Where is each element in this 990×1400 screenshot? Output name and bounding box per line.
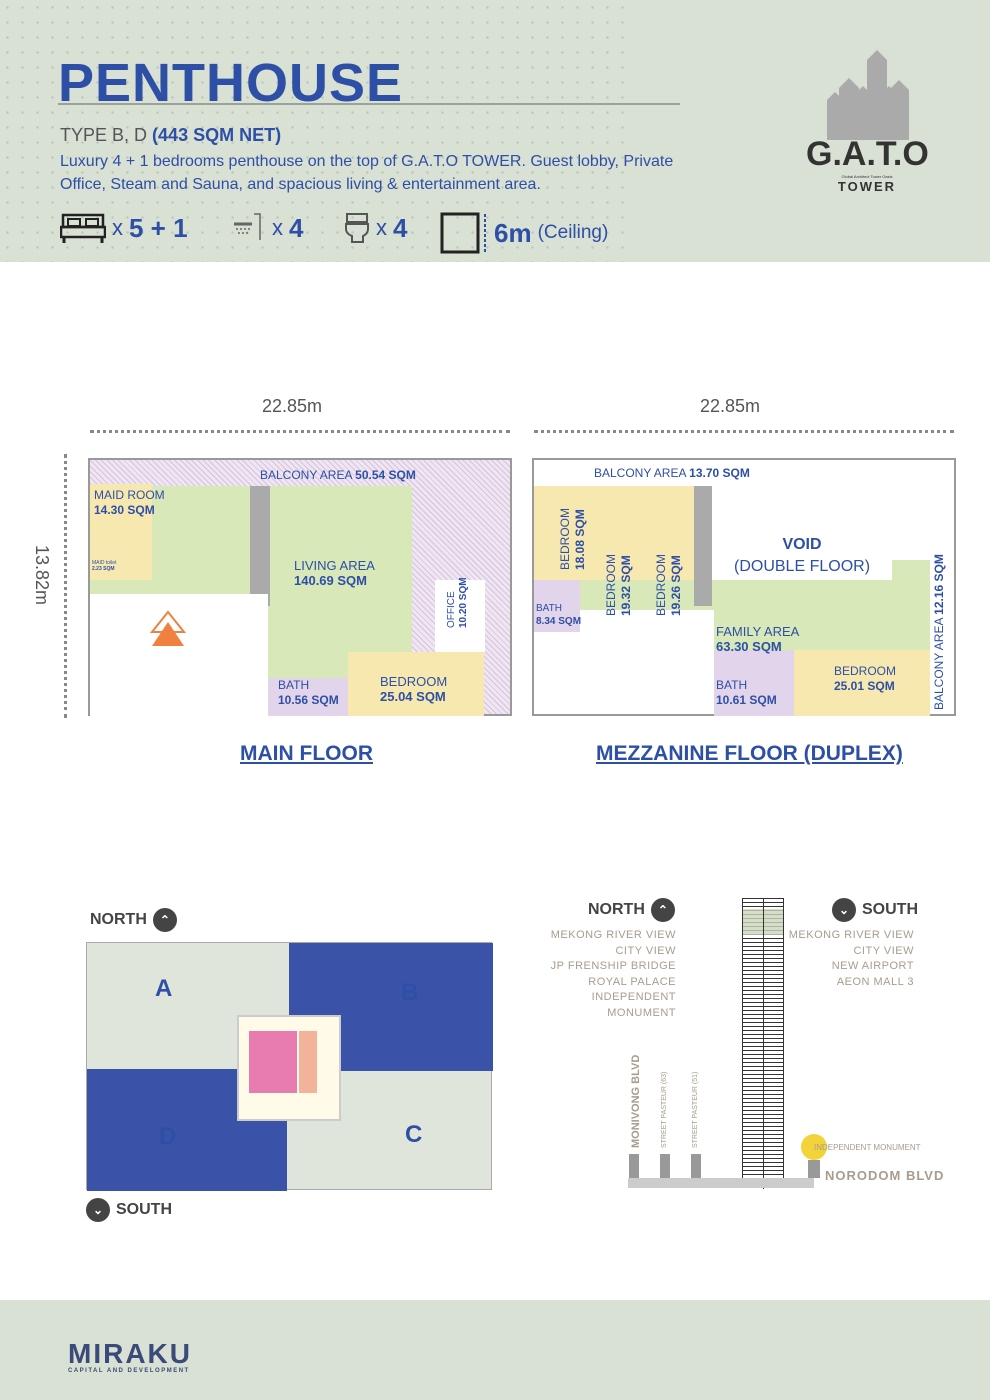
toilet-icon [345, 213, 369, 243]
width-dimension-line [534, 430, 954, 433]
unit-type: TYPE B, D (443 SQM NET) [60, 125, 282, 145]
street-pasteur-63: STREET PASTEUR (63) [661, 1071, 668, 1148]
dot-pattern [0, 0, 630, 262]
street-pasteur-51: STREET PASTEUR (51) [692, 1071, 699, 1148]
description: Luxury 4 + 1 bedrooms penthouse on the t… [60, 153, 674, 193]
bed-icon [60, 213, 106, 243]
elevation-north: NORTH⌃ [588, 898, 675, 922]
divider [58, 103, 680, 105]
key-plan: A B C D [86, 942, 493, 1191]
monument-label: INDEPENDENT MONUMENT [814, 1143, 921, 1152]
unit-a-label: A [155, 975, 173, 1002]
footer: MIRAKU CAPITAL AND DEVELOPMENT [0, 1300, 990, 1400]
mezzanine-title: MEZZANINE FLOOR (DUPLEX) [596, 742, 903, 765]
key-plan-north: NORTH⌃ [90, 908, 177, 932]
miraku-logo: MIRAKU [68, 1338, 192, 1369]
room-balcony-north: BALCONY AREA 13.70 SQM [594, 466, 750, 480]
chevron-up-icon: ⌃ [650, 898, 675, 922]
elevation-south: ⌄SOUTH [832, 898, 918, 922]
ceiling-feature: 6m(Ceiling) [440, 212, 608, 254]
chevron-down-icon: ⌄ [832, 898, 856, 922]
main-floor-title: MAIN FLOOR [240, 742, 373, 765]
chevron-up-icon: ⌃ [152, 908, 177, 932]
ground [628, 1178, 814, 1188]
chevron-down-icon: ⌄ [86, 1198, 110, 1222]
monument-marker [801, 1134, 827, 1160]
depth-dimension-line [64, 454, 67, 718]
key-plan-south: ⌄SOUTH [86, 1198, 172, 1222]
norodom-label: NORODOM BLVD [825, 1168, 945, 1183]
mezzanine-width: 22.85m [700, 396, 761, 416]
main-depth: 13.82m [32, 545, 52, 606]
tower-logo-icon [827, 50, 909, 140]
street-monivong: MONIVONG BLVD [630, 1054, 642, 1148]
room-balcony-east: BALCONY AREA 12.16 SQM [932, 554, 946, 710]
room-void: VOID(DOUBLE FLOOR) [734, 536, 871, 575]
room-balcony: BALCONY AREA 50.54 SQM [260, 468, 416, 482]
unit-b-label: B [401, 979, 419, 1006]
miraku-tagline: CAPITAL AND DEVELOPMENT [68, 1368, 190, 1374]
entrance-arrow-icon [150, 610, 186, 646]
gato-logo: G.A.T.O Global Architect Tower Oasis TOW… [806, 50, 929, 194]
shower-icon [234, 213, 261, 240]
tower-elevation [742, 898, 784, 1189]
ceiling-height-icon [440, 212, 486, 254]
main-width: 22.85m [262, 396, 323, 416]
width-dimension-line [90, 430, 510, 433]
header: PENTHOUSE TYPE B, D (443 SQM NET) Luxury… [0, 0, 990, 262]
unit-c-label: C [405, 1121, 423, 1148]
unit-d-label: D [159, 1123, 177, 1150]
